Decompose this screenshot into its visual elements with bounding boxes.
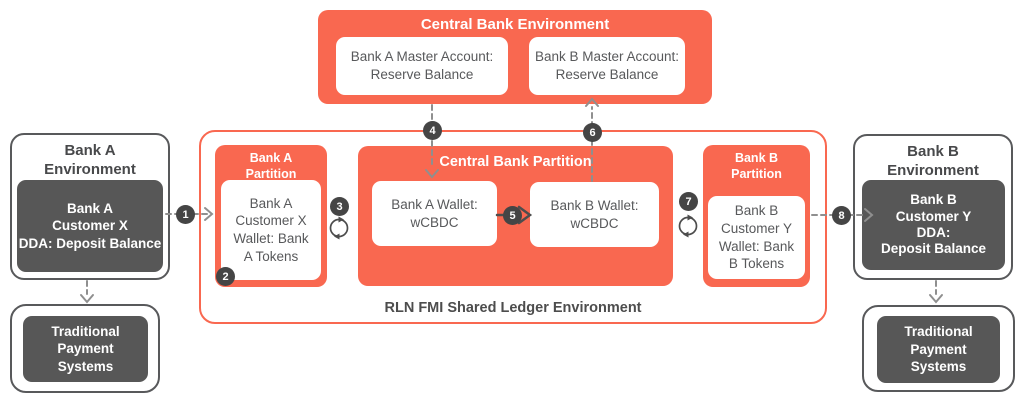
traditional-payment-systems-b-label: Traditional Payment Systems xyxy=(877,316,1000,383)
traditional-payment-systems-a-box: Traditional Payment Systems xyxy=(10,304,160,393)
step-badge-6: 6 xyxy=(583,123,602,142)
bank-b-master-account-box: Bank B Master Account: Reserve Balance xyxy=(529,37,685,95)
traditional-payment-systems-b-box: Traditional Payment Systems xyxy=(862,305,1015,392)
central-bank-environment-title: Central Bank Environment xyxy=(420,16,610,33)
arrowhead-down-a-icon xyxy=(80,294,94,304)
bank-a-customer-x-dda-box: Bank A Customer X DDA: Deposit Balance xyxy=(17,180,163,272)
central-bank-partition-box: Central Bank Partition Bank A Wallet: wC… xyxy=(358,146,673,286)
rln-shared-ledger-label: RLN FMI Shared Ledger Environment xyxy=(384,300,642,316)
traditional-payment-systems-a-label: Traditional Payment Systems xyxy=(23,316,148,382)
bank-b-partition-title: Bank B Partition xyxy=(731,151,782,181)
step-badge-7: 7 xyxy=(679,192,698,211)
arrowhead-down-b-icon xyxy=(929,294,943,304)
bank-b-customer-y-dda-box: Bank B Customer Y DDA: Deposit Balance xyxy=(862,180,1005,270)
bank-a-master-account-box: Bank A Master Account: Reserve Balance xyxy=(336,37,508,95)
central-bank-environment-box: Central Bank Environment Bank A Master A… xyxy=(318,10,712,104)
bank-a-partition-title: Bank A Partition xyxy=(245,151,297,181)
bank-b-customer-y-wallet-box: Bank B Customer Y Wallet: Bank B Tokens xyxy=(708,196,805,279)
step-badge-1: 1 xyxy=(176,205,195,224)
bank-b-wallet-wcbdc-box: Bank B Wallet: wCBDC xyxy=(530,182,659,247)
bank-a-partition-box: Bank A Partition Bank A Customer X Walle… xyxy=(215,145,327,287)
central-bank-partition-title: Central Bank Partition xyxy=(439,154,592,170)
bank-b-environment-box: Bank B Environment Bank B Customer Y DDA… xyxy=(853,134,1013,280)
bank-a-environment-title: Bank A Environment xyxy=(44,142,136,178)
bank-b-partition-box: Bank B Partition Bank B Customer Y Walle… xyxy=(703,145,810,287)
step-badge-5: 5 xyxy=(503,206,522,225)
bank-a-environment-box: Bank A Environment Bank A Customer X DDA… xyxy=(10,133,170,280)
bank-a-wallet-wcbdc-box: Bank A Wallet: wCBDC xyxy=(372,181,497,246)
step-badge-4: 4 xyxy=(423,121,442,140)
bank-b-environment-title: Bank B Environment xyxy=(887,143,979,179)
step-badge-2: 2 xyxy=(216,267,235,286)
step-badge-8: 8 xyxy=(832,206,851,225)
step-badge-3: 3 xyxy=(330,197,349,216)
bank-a-customer-x-wallet-box: Bank A Customer X Wallet: Bank A Tokens xyxy=(221,180,321,280)
